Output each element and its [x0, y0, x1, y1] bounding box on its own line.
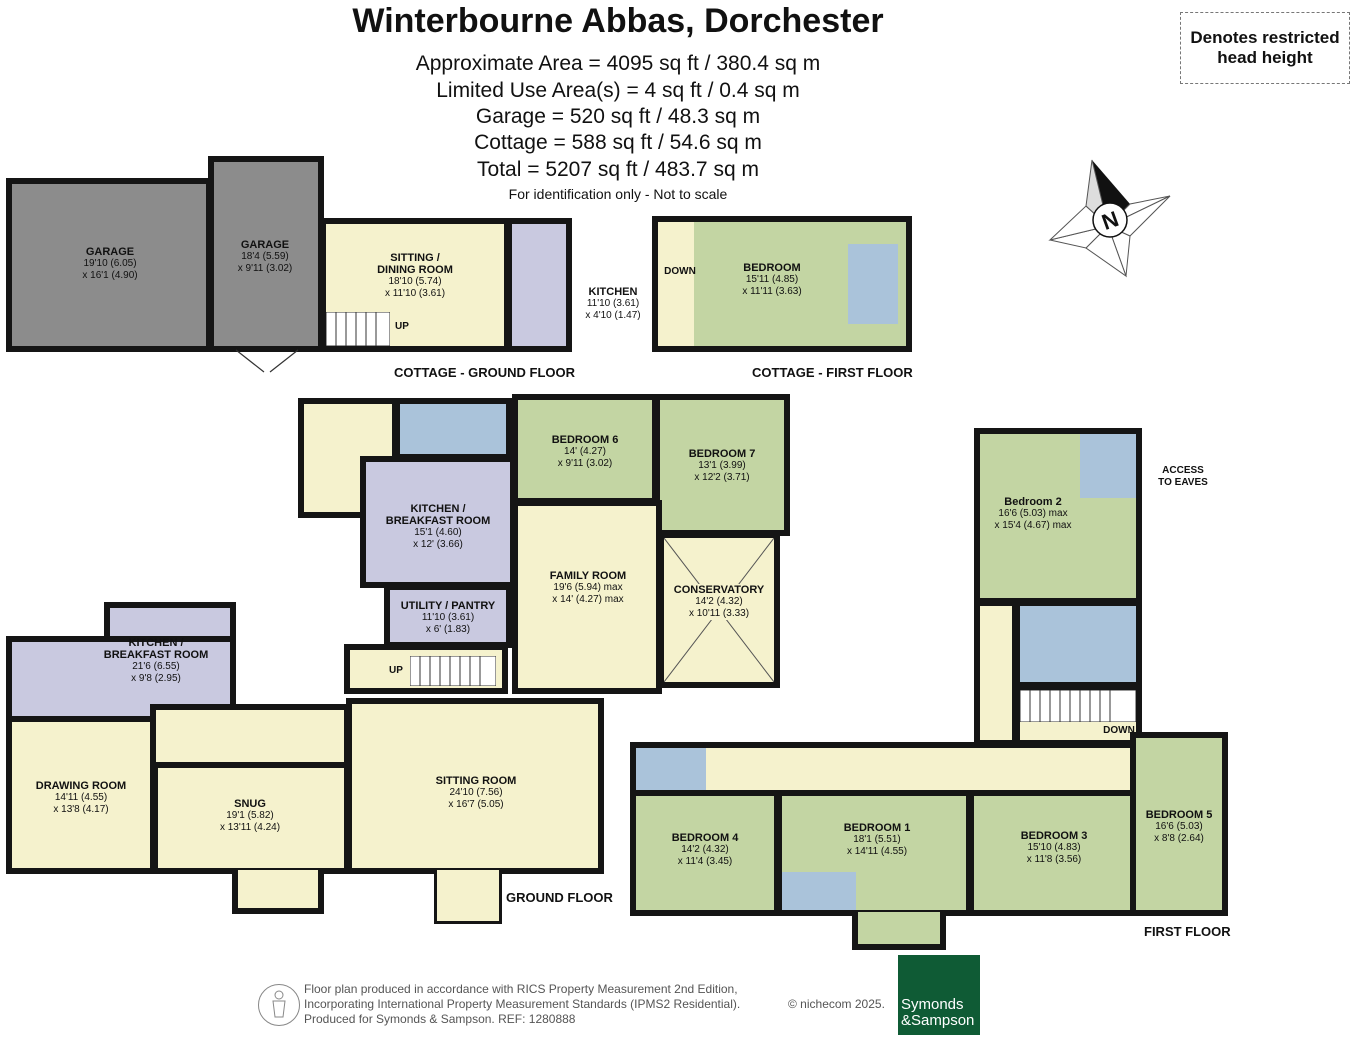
identification-note: For identification only - Not to scale — [508, 186, 728, 202]
cottage-bedroom-label: BEDROOM 15'11 (4.85)x 11'11 (3.63) — [742, 262, 802, 297]
garage-2-label: GARAGE 18'4 (5.59)x 9'11 (3.02) — [237, 239, 293, 274]
family-room — [512, 500, 662, 694]
area-cottage: Cottage = 588 sq ft / 54.6 sq m — [474, 131, 762, 154]
kitchen-breakfast-main-room — [360, 456, 516, 588]
stairs-icon — [326, 312, 390, 346]
compass-icon: N — [1048, 159, 1171, 278]
bedroom-3-room — [968, 790, 1136, 916]
accessibility-icon — [258, 984, 300, 1026]
bedroom-1-ensuite — [782, 872, 856, 910]
restricted-height-legend: Denotes restricted head height — [1180, 12, 1350, 84]
ground-floor-label: GROUND FLOOR — [506, 890, 613, 905]
copyright-text: © nichecom 2025. — [788, 997, 885, 1011]
inner-hall — [150, 704, 350, 770]
plan-title: Winterbourne Abbas, Dorchester — [352, 2, 884, 40]
cottage-kitchen-label: KITCHEN 11'10 (3.61)x 4'10 (1.47) — [585, 286, 641, 321]
area-garage: Garage = 520 sq ft / 48.3 sq m — [475, 105, 761, 128]
snug-bay — [232, 870, 324, 914]
first-floor-stairs-icon — [1020, 690, 1136, 722]
ground-up-marker: UP — [389, 665, 403, 676]
cottage-up-marker: UP — [395, 321, 409, 332]
area-approximate: Approximate Area = 4095 sq ft / 380.4 sq… — [415, 52, 821, 75]
bedroom-7-label: BEDROOM 7 13'1 (3.99)x 12'2 (3.71) — [688, 448, 756, 483]
bedroom-1-bay — [852, 912, 946, 950]
drawing-room-label: DRAWING ROOM 14'11 (4.55)x 13'8 (4.17) — [35, 780, 127, 815]
cottage-first-floor-label: COTTAGE - FIRST FLOOR — [752, 365, 913, 380]
legend-line1: Denotes restricted — [1190, 28, 1340, 47]
garage-1-label: GARAGE 19'10 (6.05)x 16'1 (4.90) — [82, 246, 138, 281]
brand-logo: Symonds&Sampson — [898, 955, 980, 1035]
cottage-ground-floor-label: COTTAGE - GROUND FLOOR — [394, 365, 576, 380]
garage-room-2 — [208, 156, 324, 352]
area-total: Total = 5207 sq ft / 483.7 sq m — [477, 158, 759, 181]
main-stairs-icon — [410, 656, 496, 686]
bedroom-5-label: BEDROOM 5 16'6 (5.03)x 8'8 (2.64) — [1145, 809, 1213, 844]
bedroom-3-label: BEDROOM 3 15'10 (4.83)x 11'8 (3.56) — [1020, 830, 1088, 865]
sitting-room-label: SITTING ROOM 24'10 (7.56)x 16'7 (5.05) — [435, 775, 517, 810]
cottage-ensuite — [848, 244, 898, 324]
sitting-dining-label: SITTING /DINING ROOM 18'10 (5.74)x 11'10… — [377, 252, 453, 299]
ground-bathroom — [394, 398, 512, 460]
snug-label: SNUG 19'1 (5.82)x 13'11 (4.24) — [219, 798, 281, 833]
kitchen-breakfast-main-label: KITCHEN /BREAKFAST ROOM 15'1 (4.60)x 12'… — [385, 503, 491, 550]
snug-room — [152, 762, 350, 874]
first-floor-label: FIRST FLOOR — [1144, 924, 1231, 939]
kitchen-breakfast-west-label: KITCHEN /BREAKFAST ROOM 21'6 (6.55)x 9'8… — [103, 637, 209, 684]
first-floor-down-marker: DOWN — [1103, 725, 1135, 736]
kitchen-breakfast-west-annex — [104, 602, 236, 642]
family-bathroom — [1014, 600, 1142, 688]
legend-line2: head height — [1217, 48, 1313, 67]
conservatory-label: CONSERVATORY 14'2 (4.32)x 10'11 (3.33) — [664, 584, 774, 620]
bedroom-4-room — [630, 790, 780, 916]
bedroom-4-label: BEDROOM 4 14'2 (4.32)x 11'4 (3.45) — [671, 832, 739, 867]
bedroom-5-room — [1130, 732, 1228, 916]
garage-room-1 — [6, 178, 212, 352]
bedroom-2-ensuite — [1080, 434, 1136, 498]
utility-pantry-label: UTILITY / PANTRY 11'10 (3.61)x 6' (1.83) — [400, 600, 496, 635]
cottage-kitchen-room — [506, 218, 572, 352]
bedroom-1-label: BEDROOM 1 18'1 (5.51)x 14'11 (4.55) — [843, 822, 911, 857]
front-porch — [434, 870, 502, 924]
cottage-landing — [658, 222, 694, 346]
bedroom-6-label: BEDROOM 6 14' (4.27)x 9'11 (3.02) — [551, 434, 619, 469]
footer-disclaimer: Floor plan produced in accordance with R… — [304, 982, 741, 1026]
cottage-down-marker: DOWN — [664, 266, 696, 277]
first-floor-landing — [974, 600, 1018, 746]
area-limited-use: Limited Use Area(s) = 4 sq ft / 0.4 sq m — [436, 79, 800, 102]
garage-doors-icon — [235, 349, 299, 373]
bedroom-7-room — [654, 394, 790, 536]
first-floor-wc — [636, 748, 706, 790]
